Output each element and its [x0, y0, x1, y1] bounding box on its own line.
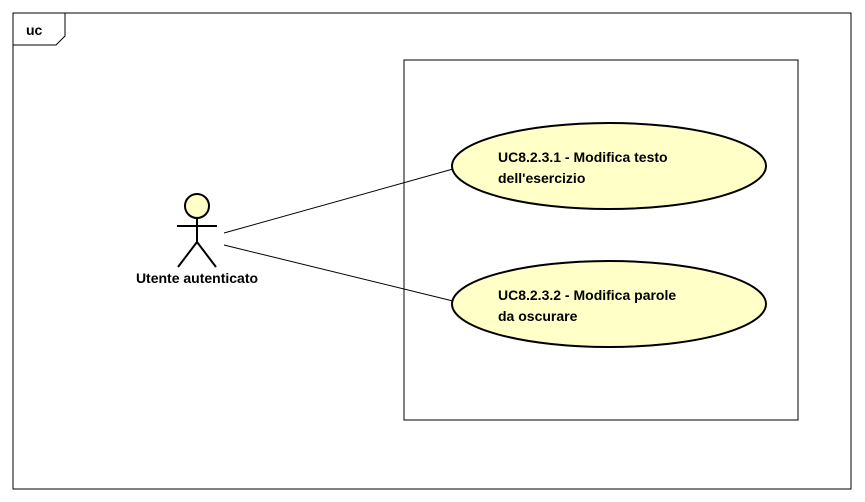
use-case-1-label: UC8.2.3.1 - Modifica testo dell'esercizi… [498, 149, 671, 186]
use-case-2-line-2: da oscurare [498, 308, 578, 324]
use-case-1-line-1: UC8.2.3.1 - Modifica testo [498, 149, 668, 165]
use-case-1-line-2: dell'esercizio [498, 170, 585, 186]
actor-name: Utente autenticato [136, 270, 258, 286]
actor-head [184, 193, 210, 219]
actor-figure [177, 193, 217, 268]
use-case-1-ellipse [451, 122, 767, 210]
use-case-2-ellipse [451, 260, 767, 348]
use-case-2: UC8.2.3.2 - Modifica parole da oscurare [451, 260, 767, 348]
system-boundary [403, 59, 799, 421]
use-case-1: UC8.2.3.1 - Modifica testo dell'esercizi… [451, 122, 767, 210]
use-case-2-line-1: UC8.2.3.2 - Modifica parole [498, 287, 676, 303]
actor-left-leg [177, 241, 198, 268]
frame-name-tab [12, 12, 66, 46]
use-case-2-label: UC8.2.3.2 - Modifica parole da oscurare [498, 287, 680, 324]
association-line-1 [223, 168, 454, 234]
actor-right-leg [196, 241, 217, 268]
association-line-2 [223, 244, 454, 302]
frame-name-label: uc [26, 22, 43, 38]
